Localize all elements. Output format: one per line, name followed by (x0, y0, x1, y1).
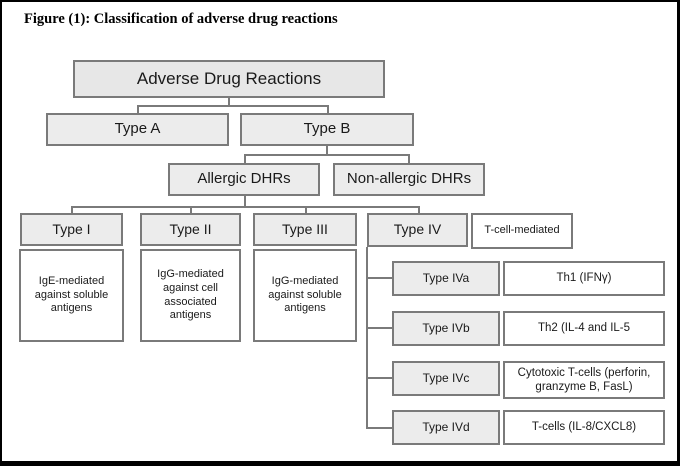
connector-line (228, 98, 230, 106)
node-type-ivc: Type IVc (392, 361, 500, 396)
connector-line (71, 206, 420, 208)
mechanism-type-ivd: T-cells (IL-8/CXCL8) (503, 410, 665, 445)
mechanism-type-ivb: Th2 (IL-4 and IL-5 (503, 311, 665, 346)
connector-line (327, 105, 329, 113)
node-allergic-dhrs: Allergic DHRs (168, 163, 320, 196)
connector-line (305, 206, 307, 213)
node-adverse-drug-reactions: Adverse Drug Reactions (73, 60, 385, 98)
desc-type-ii: IgG-mediated against cell associated ant… (140, 249, 241, 342)
node-type-iv: Type IV (367, 213, 468, 247)
node-type-ivd: Type IVd (392, 410, 500, 445)
node-type-ivb: Type IVb (392, 311, 500, 346)
node-type-i: Type I (20, 213, 123, 246)
node-t-cell-mediated: T-cell-mediated (471, 213, 573, 249)
connector-line (137, 105, 329, 107)
node-type-iii: Type III (253, 213, 357, 246)
node-type-b: Type B (240, 113, 414, 146)
connector-line (366, 377, 392, 379)
connector-line (408, 154, 410, 163)
connector-line (244, 154, 246, 163)
mechanism-type-iva: Th1 (IFNγ) (503, 261, 665, 296)
connector-line (366, 247, 368, 429)
connector-line (244, 196, 246, 207)
desc-type-i: IgE-mediated against soluble antigens (19, 249, 124, 342)
connector-line (366, 427, 392, 429)
mechanism-type-ivc: Cytotoxic T-cells (perforin, granzyme B,… (503, 361, 665, 399)
connector-line (137, 105, 139, 113)
node-type-a: Type A (46, 113, 229, 146)
connector-line (418, 206, 420, 213)
connector-line (366, 327, 392, 329)
figure-title: Figure (1): Classification of adverse dr… (24, 11, 338, 27)
connector-line (190, 206, 192, 213)
node-type-iva: Type IVa (392, 261, 500, 296)
desc-type-iii: IgG-mediated against soluble antigens (253, 249, 357, 342)
connector-line (326, 146, 328, 156)
node-type-ii: Type II (140, 213, 241, 246)
connector-line (71, 206, 73, 213)
node-non-allergic-dhrs: Non-allergic DHRs (333, 163, 485, 196)
connector-line (244, 154, 410, 156)
connector-line (366, 277, 392, 279)
